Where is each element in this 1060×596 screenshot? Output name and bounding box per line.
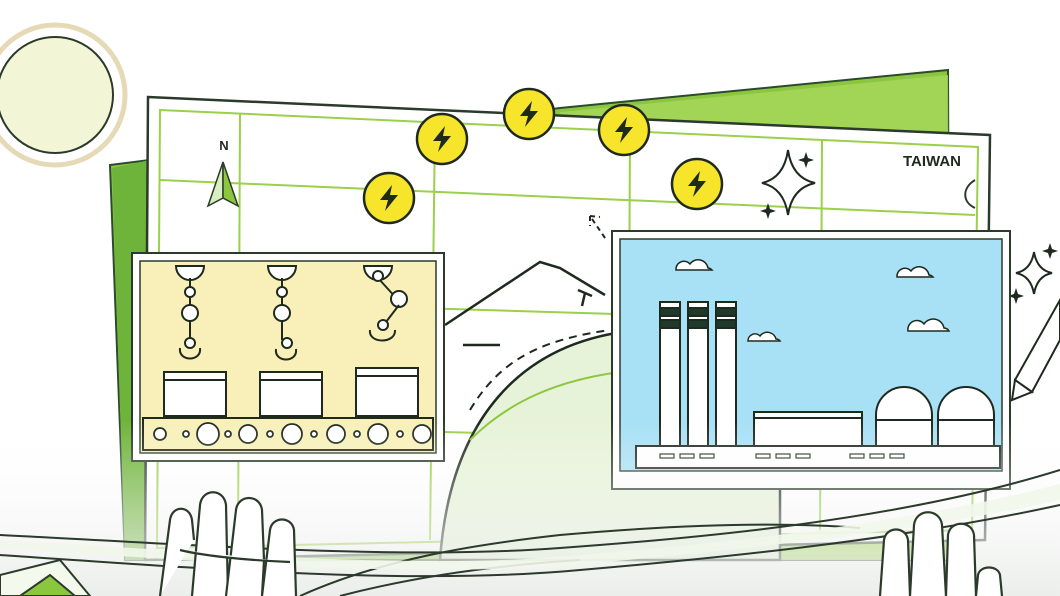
- sparkle-right-small-icon: [1008, 243, 1058, 304]
- sparkle-right-icon: [1015, 251, 1053, 295]
- mountain-outline: [444, 260, 606, 347]
- robot-arm-icon: [174, 265, 206, 360]
- chimney-stacks: [659, 301, 737, 449]
- right-hand: [878, 511, 1004, 596]
- pencil-icon: [1010, 297, 1060, 402]
- robot-arm-icon: [362, 265, 408, 342]
- robot-arm-icon: [266, 265, 298, 361]
- lightning-icon: [502, 87, 556, 141]
- cloud-icon: [675, 259, 951, 342]
- dashed-arrow: [589, 215, 606, 239]
- map-corner-piece: [0, 558, 92, 596]
- dashed-route: [469, 329, 611, 411]
- energy-icons: [362, 87, 724, 225]
- compass-icon: N: [206, 138, 240, 208]
- map-country-label: TAIWAN: [903, 153, 961, 170]
- lightning-icon: [362, 171, 416, 225]
- compass-label: N: [219, 138, 228, 153]
- sparkle-small-icon: [760, 152, 814, 219]
- sun-icon: [0, 22, 128, 168]
- lightning-icon: [597, 103, 651, 157]
- product-boxes: [163, 367, 419, 417]
- lightning-icon: [670, 157, 724, 211]
- left-hand: [158, 491, 298, 596]
- sparkle-icon: [761, 149, 816, 216]
- lightning-icon: [415, 112, 469, 166]
